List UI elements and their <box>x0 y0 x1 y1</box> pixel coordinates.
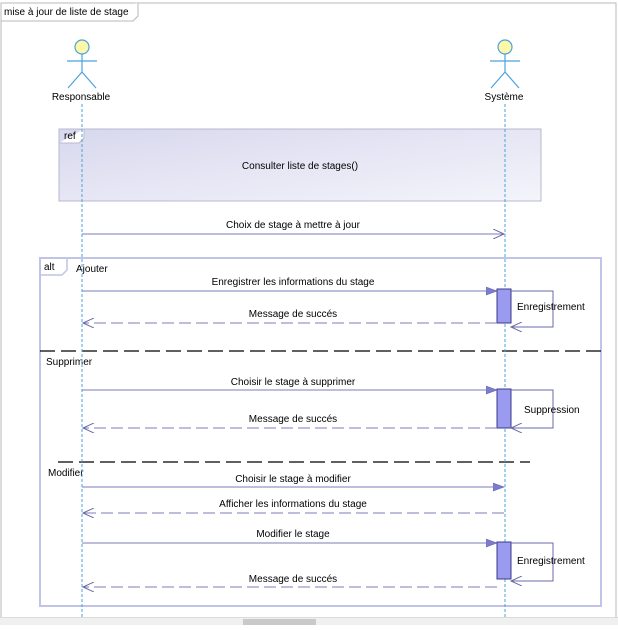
actor-responsable: Responsable <box>52 39 111 103</box>
message-label: Afficher les informations du stage <box>219 499 367 510</box>
message-label: Choix de stage à mettre à jour <box>226 220 361 231</box>
operand-supprimer: Choisir le stage à supprimer Suppression… <box>82 377 580 428</box>
horizontal-scrollbar[interactable] <box>0 617 618 625</box>
self-message <box>511 542 554 581</box>
actor-systeme: Système <box>485 39 524 103</box>
ref-fragment: ref Consulter liste de stages() <box>58 128 542 202</box>
activation-bar <box>496 541 512 580</box>
activation-bar <box>496 388 512 429</box>
message-label: Modifier le stage <box>256 529 330 540</box>
message-label: Enregistrer les informations du stage <box>212 277 375 288</box>
actor-head-icon <box>74 39 90 55</box>
self-message-label: Enregistrement <box>517 556 585 567</box>
self-message <box>511 389 554 428</box>
operand-modifier: Choisir le stage à modifier Afficher les… <box>82 474 585 587</box>
guard-ajouter: Ajouter <box>76 264 108 275</box>
message-label: Message de succés <box>249 414 337 425</box>
alt-fragment: alt Ajouter Supprimer Modifier <box>39 257 602 607</box>
alt-tag: alt <box>44 262 55 273</box>
self-message <box>511 290 554 327</box>
guard-modifier: Modifier <box>48 468 84 479</box>
scrollbar-thumb[interactable] <box>243 619 316 625</box>
message-label: Message de succés <box>249 574 337 585</box>
message-label: Choisir le stage à supprimer <box>231 377 356 388</box>
ref-label: Consulter liste de stages() <box>242 161 358 172</box>
frame-title: mise à jour de liste de stage <box>4 7 129 18</box>
message-label: Choisir le stage à modifier <box>235 474 351 485</box>
activation-bar <box>496 288 512 324</box>
message-label: Message de succés <box>249 309 337 320</box>
guard-supprimer: Supprimer <box>46 357 93 368</box>
self-message-label: Suppression <box>524 405 580 416</box>
actor-label-responsable: Responsable <box>52 92 111 103</box>
operand-ajouter: Enregistrer les informations du stage En… <box>82 277 585 327</box>
message-choix-stage: Choix de stage à mettre à jour <box>82 220 504 234</box>
self-message-label: Enregistrement <box>517 302 585 313</box>
actor-head-icon <box>497 39 513 55</box>
actor-label-systeme: Système <box>485 92 524 103</box>
ref-tag: ref <box>64 131 76 142</box>
